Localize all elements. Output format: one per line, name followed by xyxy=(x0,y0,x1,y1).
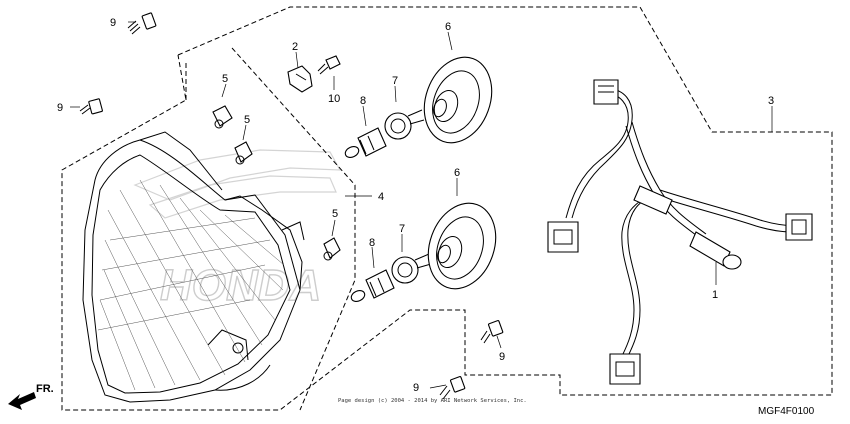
bulb-8-top xyxy=(344,127,387,158)
socket-7-top xyxy=(384,109,425,140)
nut-5-bottom xyxy=(323,237,341,261)
front-direction-indicator: FR. xyxy=(8,383,54,410)
callout-3: 3 xyxy=(768,95,774,107)
clip-2 xyxy=(287,65,313,93)
bulb-8-bottom xyxy=(350,269,395,302)
bolt-9-top xyxy=(127,12,157,35)
dust-cover-6-bottom xyxy=(427,202,497,290)
callout-7-top: 7 xyxy=(392,75,398,87)
front-arrow-icon xyxy=(8,392,36,410)
headlight-unit xyxy=(82,131,305,403)
callout-7-bottom: 7 xyxy=(399,223,405,235)
wire-harness xyxy=(547,79,813,385)
bolt-9-center xyxy=(480,320,504,344)
bolt-9-bottom xyxy=(439,376,466,400)
callout-5-top: 5 xyxy=(222,73,228,85)
nut-5-mid xyxy=(234,141,253,165)
callout-1: 1 xyxy=(712,289,718,301)
callout-6-bottom: 6 xyxy=(454,167,460,179)
callout-5-bottom: 5 xyxy=(332,208,338,220)
dust-cover-6-top xyxy=(423,56,493,144)
leader-lines xyxy=(70,21,773,389)
copyright-notice: Page design (c) 2004 - 2014 by ARI Netwo… xyxy=(338,398,527,404)
assembly-boundary xyxy=(61,6,833,411)
front-label: FR. xyxy=(36,383,54,395)
callout-2: 2 xyxy=(292,41,298,53)
callout-6-top: 6 xyxy=(445,21,451,33)
callout-9-center: 9 xyxy=(499,351,505,363)
bolt-9-left xyxy=(79,98,103,115)
diagram-code: MGF4F0100 xyxy=(758,406,815,417)
screw-10 xyxy=(317,55,341,75)
callout-labels: 1 2 3 4 5 5 5 6 6 7 7 8 8 9 9 9 9 10 xyxy=(57,17,774,394)
callout-9-bottom: 9 xyxy=(413,382,419,394)
callout-10: 10 xyxy=(328,93,340,105)
socket-7-bottom xyxy=(391,253,432,284)
callout-4: 4 xyxy=(378,191,384,203)
callout-5-mid: 5 xyxy=(244,114,250,126)
callout-9-top: 9 xyxy=(110,17,116,29)
nut-5-top xyxy=(212,105,233,129)
callout-8-top: 8 xyxy=(360,95,366,107)
callout-9-left: 9 xyxy=(57,102,63,114)
callout-8-bottom: 8 xyxy=(369,237,375,249)
